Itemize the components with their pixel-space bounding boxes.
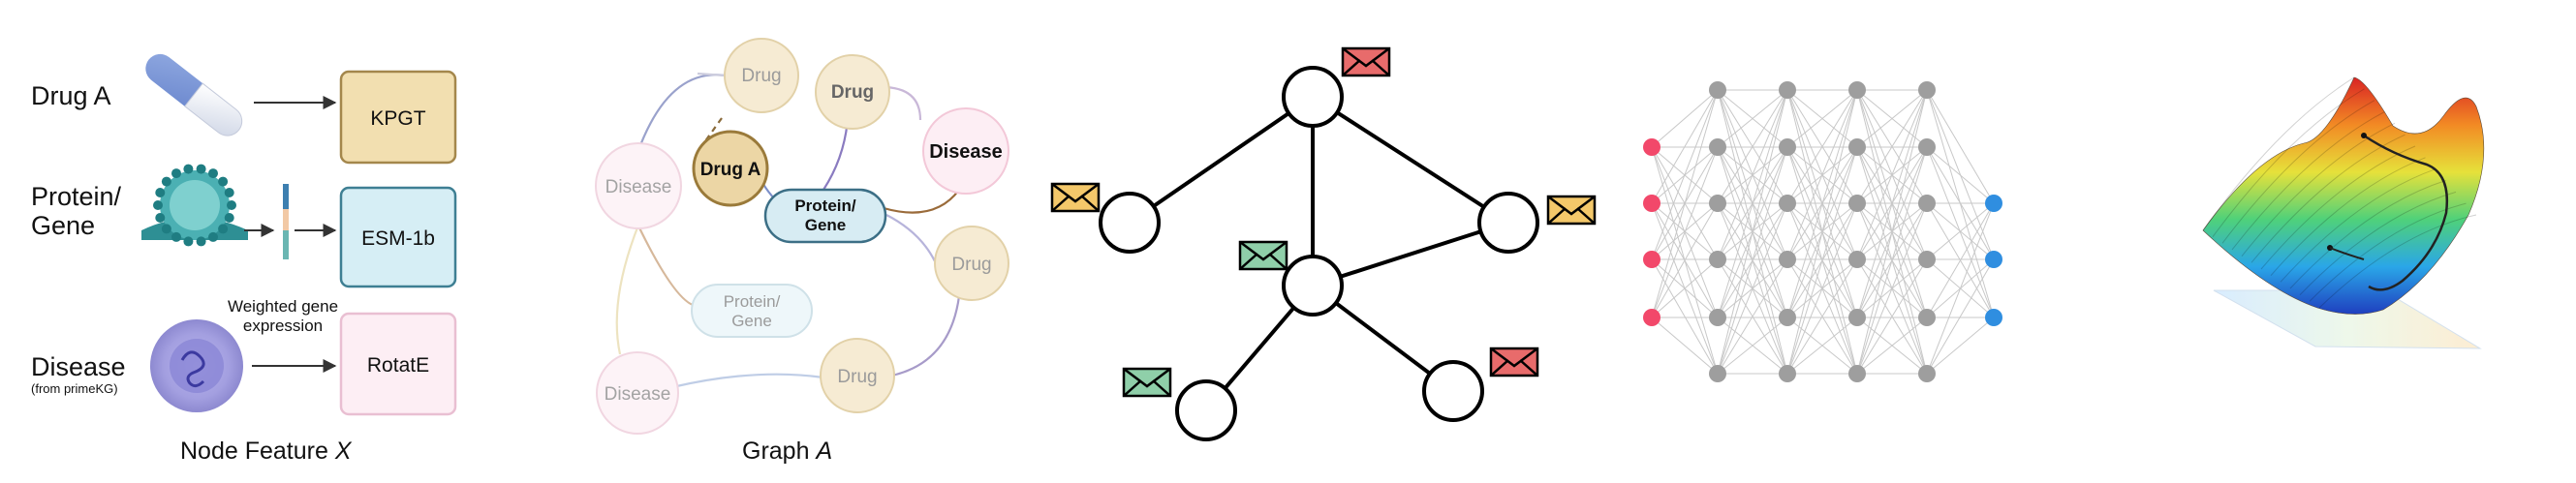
mp-node-top — [1282, 66, 1344, 128]
nn-hidden-node — [1779, 365, 1796, 382]
nn-output-node — [1985, 251, 2002, 268]
nn-hidden-node — [1779, 309, 1796, 326]
graph-node-drug-bottom-label: Drug — [837, 367, 877, 387]
loss-landscape-icon — [2202, 76, 2485, 349]
nn-hidden-node — [1918, 251, 1936, 268]
nn-input-node — [1643, 309, 1660, 326]
graph-node-disease-left-label: Disease — [605, 177, 672, 197]
disease-sub-label: (from primeKG) — [31, 381, 118, 396]
graph-node-drug-right — [934, 226, 1009, 301]
nn-output-node — [1985, 309, 2002, 326]
graph-node-drug-bold — [815, 54, 890, 130]
weighted-gene-label-2: expression — [243, 317, 323, 335]
esm-label: ESM-1b — [361, 227, 435, 250]
graph-node-drug-a-label: Drug A — [700, 160, 761, 180]
envelope-icon — [1238, 240, 1288, 271]
mp-node-left — [1099, 192, 1161, 254]
nn-hidden-node — [1848, 251, 1866, 268]
graph-panel: Drug Drug A Drug Disease Disease Protein… — [595, 38, 1009, 465]
nn-hidden-node — [1709, 365, 1726, 382]
graph-node-protein-main — [763, 188, 887, 244]
envelope-icon — [1050, 46, 1597, 398]
graph-node-drug-top — [724, 38, 799, 113]
protein-virus-icon — [141, 164, 248, 247]
protein-gene-label-2: Gene — [31, 211, 95, 240]
nn-hidden-node — [1709, 309, 1726, 326]
graph-node-drug-a — [692, 130, 769, 207]
nn-hidden-node — [1918, 365, 1936, 382]
nn-hidden-node — [1918, 195, 1936, 212]
graph-node-disease-bottom-label: Disease — [605, 384, 671, 405]
graph-node-protein-faded-label-2: Gene — [731, 312, 772, 330]
nn-input-node — [1643, 195, 1660, 212]
nn-hidden-node — [1848, 138, 1866, 156]
graph-node-drug-bottom — [820, 338, 895, 413]
graph-node-drug-top-label: Drug — [741, 66, 781, 86]
graph-node-protein-faded-label-1: Protein/ — [724, 292, 781, 311]
nn-input-node — [1643, 251, 1660, 268]
disease-cell-icon — [150, 319, 243, 412]
mp-node-bottom-right — [1422, 360, 1484, 422]
kpgt-box — [339, 70, 457, 165]
gene-expression-bar-icon — [283, 184, 289, 259]
nn-hidden-node — [1918, 309, 1936, 326]
node-feature-caption: Node Feature X — [180, 438, 353, 465]
envelope-icon — [1341, 46, 1391, 77]
nn-hidden-node — [1709, 138, 1726, 156]
nn-hidden-node — [1848, 365, 1866, 382]
nn-hidden-node — [1779, 251, 1796, 268]
graph-caption: Graph A — [742, 438, 832, 465]
weighted-gene-label-1: Weighted gene — [228, 297, 338, 316]
mp-nodes — [1099, 66, 1539, 441]
graph-node-protein-main-label-2: Gene — [805, 216, 847, 234]
graph-node-drug-right-label: Drug — [951, 255, 991, 275]
disease-label: Disease — [31, 352, 126, 381]
nn-input-node — [1643, 138, 1660, 156]
rotate-label: RotatE — [367, 354, 429, 377]
drug-a-label: Drug A — [31, 81, 111, 110]
envelope-icon — [1050, 182, 1101, 213]
nn-hidden-node — [1779, 195, 1796, 212]
protein-gene-label-1: Protein/ — [31, 182, 122, 211]
nn-hidden-node — [1779, 81, 1796, 99]
graph-node-disease-bottom — [596, 351, 679, 435]
nn-hidden-node — [1848, 309, 1866, 326]
nn-hidden-node — [1918, 138, 1936, 156]
graph-node-disease-bold — [922, 107, 1009, 195]
nn-hidden-node — [1709, 81, 1726, 99]
nn-hidden-node — [1779, 138, 1796, 156]
graph-node-disease-bold-label: Disease — [929, 141, 1003, 163]
neural-network-panel — [1643, 81, 2002, 382]
envelope-icon — [1489, 347, 1539, 377]
node-feature-panel: Drug A KPGT Protein/ Gene ESM-1b Weighte… — [31, 53, 457, 465]
mp-node-bottom-left — [1175, 379, 1237, 441]
graph-node-protein-main-label-1: Protein/ — [794, 196, 856, 215]
mp-node-center — [1282, 255, 1344, 317]
envelope-icon — [1546, 195, 1597, 226]
graph-node-protein-faded — [691, 284, 813, 338]
nn-hidden-node — [1848, 81, 1866, 99]
kpgt-label: KPGT — [370, 107, 425, 130]
esm-box — [339, 186, 457, 288]
nn-hidden-node — [1709, 195, 1726, 212]
nn-hidden-node — [1848, 195, 1866, 212]
graph-node-drug-bold-label: Drug — [831, 82, 874, 103]
nn-hidden-node — [1918, 81, 1936, 99]
nn-hidden-node — [1709, 251, 1726, 268]
rotate-box — [339, 312, 457, 416]
capsule-icon — [145, 53, 243, 136]
mp-node-right — [1477, 192, 1539, 254]
graph-node-disease-left — [595, 142, 682, 229]
envelope-icon — [1122, 367, 1172, 398]
nn-output-node — [1985, 195, 2002, 212]
message-passing-panel — [1050, 46, 1597, 441]
